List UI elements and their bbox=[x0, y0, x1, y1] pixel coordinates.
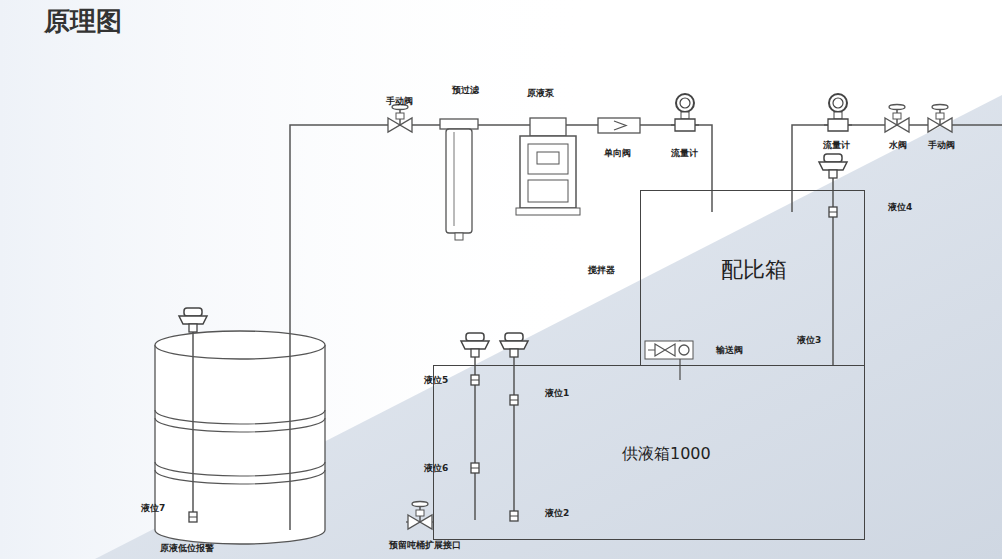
part-label: 液位2 bbox=[545, 508, 569, 519]
part-label: 单向阀 bbox=[604, 148, 631, 159]
part-label: 液位1 bbox=[545, 388, 569, 399]
part-label: 手动阀 bbox=[386, 96, 413, 107]
part-label: 流量计 bbox=[671, 148, 698, 159]
part-label: 水阀 bbox=[889, 140, 907, 151]
part-label: 流量计 bbox=[823, 140, 850, 151]
tank-name: 供液箱1000 bbox=[622, 444, 711, 465]
part-label: 预留吨桶扩展接口 bbox=[389, 540, 461, 551]
part-label: 输送阀 bbox=[716, 345, 743, 356]
tank-box: 供液箱1000 bbox=[433, 365, 865, 540]
part-label: 预过滤 bbox=[452, 85, 479, 96]
part-label: 液位7 bbox=[141, 503, 165, 514]
diagram-title: 原理图 bbox=[44, 4, 122, 39]
part-label: 搅拌器 bbox=[588, 265, 615, 276]
tank-box: 配比箱 bbox=[640, 190, 865, 366]
part-label: 液位4 bbox=[888, 202, 912, 213]
part-label: 液位6 bbox=[424, 463, 448, 474]
part-label: 液位5 bbox=[424, 375, 448, 386]
tank-name: 配比箱 bbox=[721, 255, 787, 285]
part-label: 手动阀 bbox=[928, 140, 955, 151]
part-label: 液位3 bbox=[797, 335, 821, 346]
part-label: 原液低位报警 bbox=[160, 543, 214, 554]
part-label: 原液泵 bbox=[527, 88, 554, 99]
